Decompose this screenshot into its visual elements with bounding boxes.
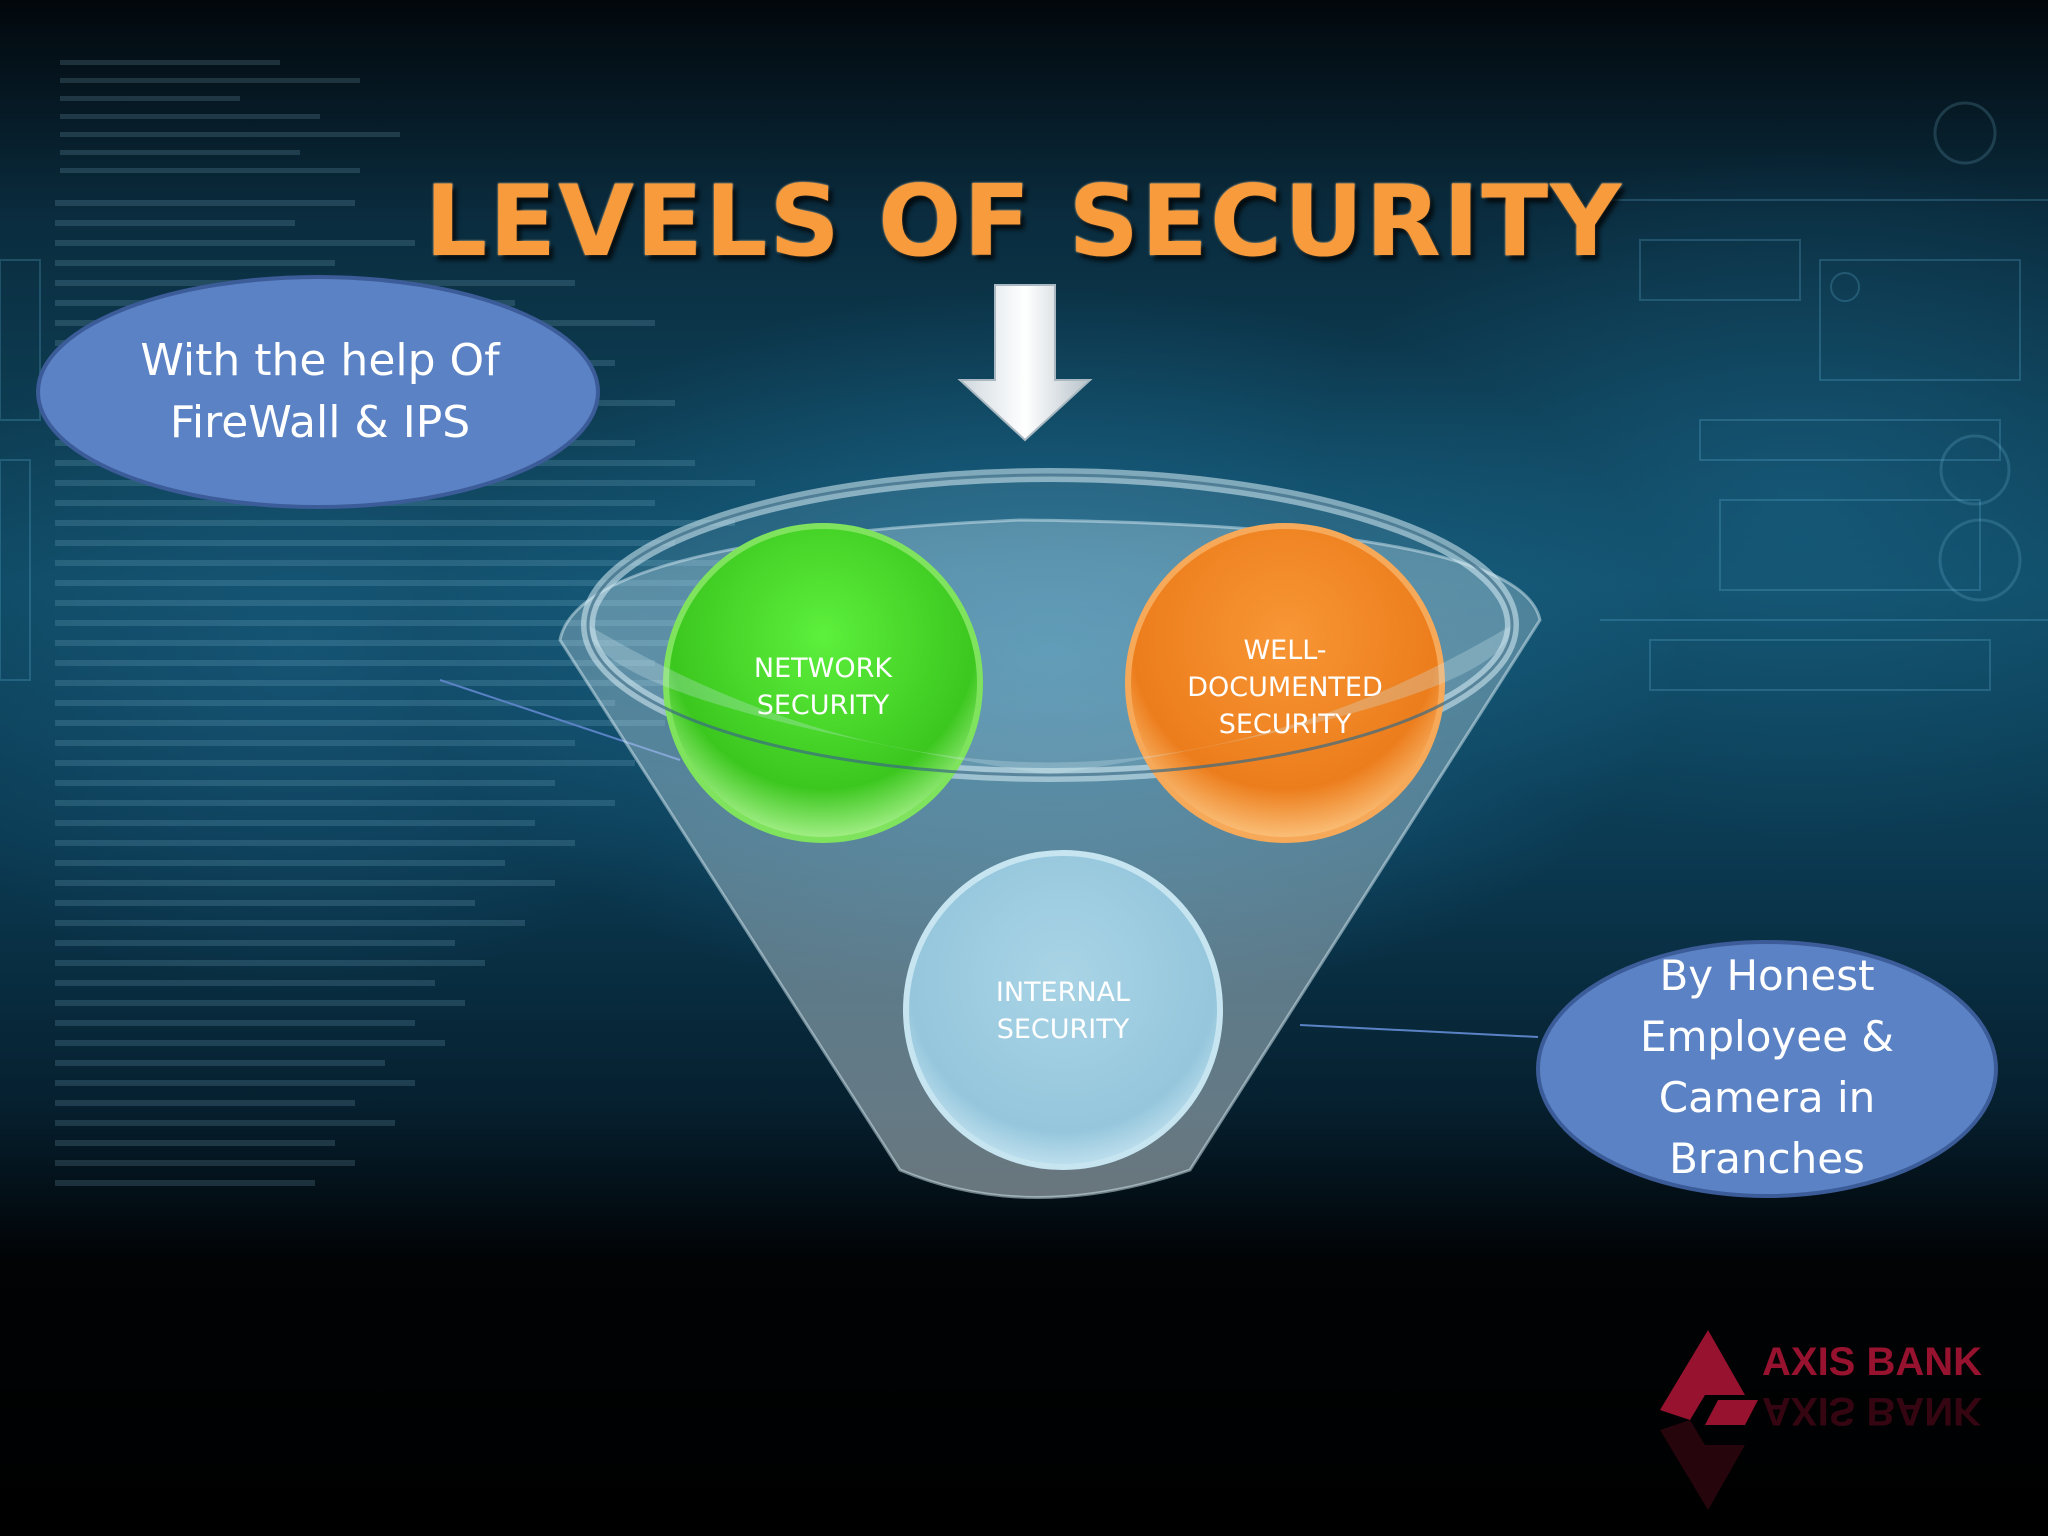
connector-line-right [1299, 1024, 1539, 1038]
slide-title: LEVELS OF SECURITY [424, 165, 1624, 279]
circle-network-security [663, 523, 983, 843]
callout-left [36, 275, 600, 509]
callout-left-line2: FireWall & IPS [169, 397, 471, 448]
callout-left-text: With the help Of FireWall & IPS [60, 330, 580, 454]
circle-internal-security [903, 850, 1223, 1170]
callout-right-line3: Camera in [1658, 1073, 1876, 1122]
callout-left-line1: With the help Of [140, 335, 500, 386]
callout-right [1536, 940, 1998, 1198]
down-arrow-icon [957, 284, 1093, 442]
label-network-security: NETWORK SECURITY [753, 653, 893, 721]
callout-right-line2: Employee & [1639, 1012, 1895, 1061]
circle-well-documented-security [1125, 523, 1445, 843]
callout-right-line4: Branches [1669, 1134, 1865, 1183]
label-internal-security: INTERNAL SECURITY [995, 977, 1131, 1045]
callout-right-text: By Honest Employee & Camera in Branches [1545, 945, 1989, 1189]
callout-right-line1: By Honest [1659, 951, 1875, 1000]
axis-bank-logo-reflection: AXIS BANK [1762, 1389, 1983, 1433]
label-well-documented-security: WELL- DOCUMENTED SECURITY [1187, 635, 1383, 740]
axis-bank-logo-icon [1660, 1330, 1758, 1510]
axis-bank-logo-text: AXIS BANK [1762, 1340, 1983, 1384]
